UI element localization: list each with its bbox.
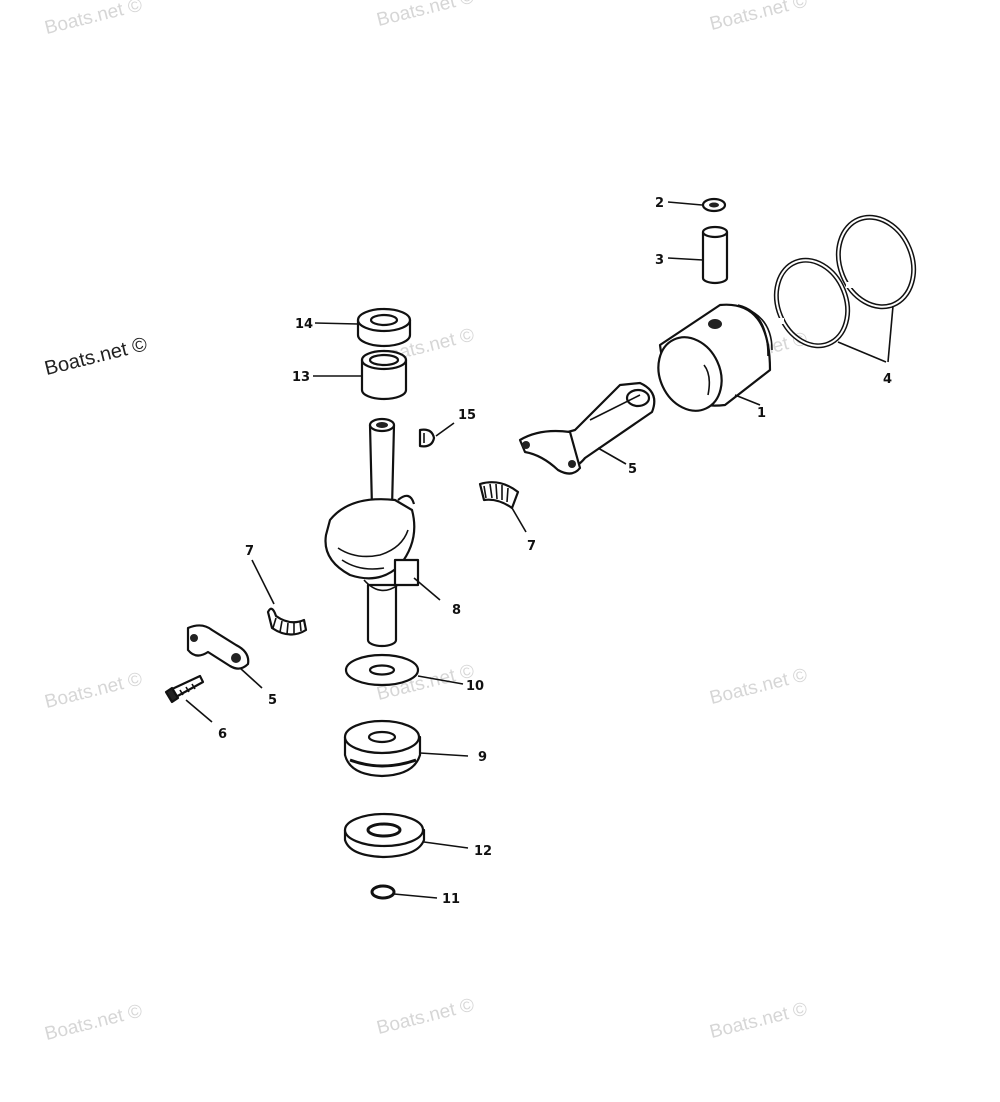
leader-15 <box>435 422 455 437</box>
callout-7a: 7 <box>245 544 254 559</box>
leader-10 <box>417 675 464 685</box>
part-9-bearing-housing[interactable] <box>343 719 422 778</box>
part-1-piston[interactable] <box>647 303 773 421</box>
part-8-crankshaft[interactable] <box>324 417 420 648</box>
callout-2: 2 <box>655 196 664 211</box>
leader-8 <box>413 577 441 601</box>
callout-5b: 5 <box>268 693 277 708</box>
part-3-piston-pin[interactable] <box>701 225 729 285</box>
part-13-bearing[interactable] <box>360 349 408 401</box>
callout-6: 6 <box>218 727 227 742</box>
callout-1: 1 <box>757 406 766 421</box>
leader-5a <box>597 447 627 465</box>
callout-9: 9 <box>478 750 487 765</box>
callout-7b: 7 <box>527 539 536 554</box>
callout-10: 10 <box>466 679 484 694</box>
callout-13: 13 <box>292 370 310 385</box>
part-5-rod-cap[interactable] <box>186 624 250 670</box>
leader-7a <box>251 559 275 605</box>
part-6-bolt[interactable] <box>164 674 205 704</box>
callout-8: 8 <box>452 603 461 618</box>
leader-12 <box>423 841 469 849</box>
leader-1 <box>734 394 761 406</box>
callout-4: 4 <box>883 372 892 387</box>
leader-2 <box>667 201 703 206</box>
callout-12: 12 <box>474 844 492 859</box>
part-14-seal[interactable] <box>356 307 412 348</box>
callout-5a: 5 <box>628 462 637 477</box>
part-11-o-ring[interactable] <box>370 884 396 900</box>
callout-11: 11 <box>442 892 460 907</box>
part-12-oil-seal[interactable] <box>343 812 426 859</box>
callout-15: 15 <box>458 408 476 423</box>
part-15-key[interactable] <box>418 428 436 448</box>
part-2-retainer[interactable] <box>701 197 727 213</box>
leader-4a <box>837 341 887 363</box>
part-7-needle-bearing-lower[interactable] <box>266 607 308 636</box>
part-7-needle-bearing-upper[interactable] <box>478 481 520 510</box>
leader-3 <box>667 257 704 261</box>
leader-7b <box>511 507 527 533</box>
leader-5b <box>239 667 263 689</box>
part-10-washer[interactable] <box>344 653 420 687</box>
leader-14 <box>314 322 359 325</box>
leader-11 <box>393 893 438 899</box>
leader-4b <box>887 305 894 363</box>
part-4-piston-rings[interactable] <box>764 206 927 357</box>
part-5-connecting-rod[interactable] <box>518 381 656 475</box>
callout-3: 3 <box>655 253 664 268</box>
leader-9 <box>419 752 469 757</box>
leader-6 <box>185 699 213 723</box>
callout-14: 14 <box>295 317 313 332</box>
